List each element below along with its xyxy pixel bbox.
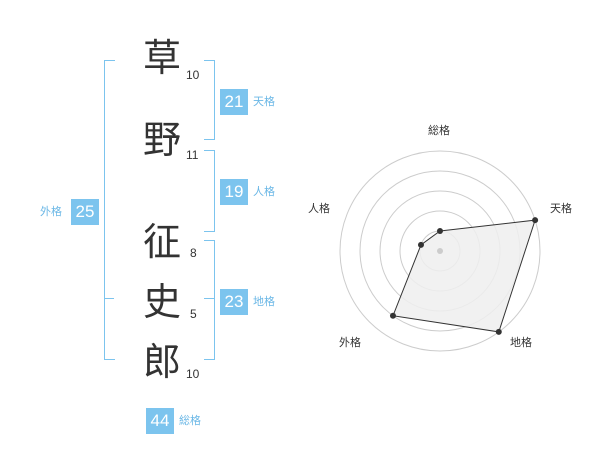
radar-series-area <box>392 219 536 333</box>
soukaku-value: 44 <box>146 408 174 434</box>
radar-label-tenkaku: 天格 <box>550 202 572 215</box>
radar-point-2 <box>532 217 539 224</box>
chikaku-bracket <box>204 240 215 360</box>
chikaku-value: 23 <box>220 289 248 315</box>
radar-label-chikaku: 地格 <box>510 336 532 349</box>
radar-point-4 <box>389 312 396 319</box>
stroke-count-2: 11 <box>186 148 199 162</box>
stroke-count-3: 8 <box>190 246 197 260</box>
name-char-3: 征 <box>142 220 181 264</box>
radar-point-1 <box>437 228 443 234</box>
stroke-count-1: 10 <box>186 68 200 82</box>
radar-label-soukaku: 総格 <box>428 124 450 137</box>
gaikaku-value: 25 <box>71 199 99 225</box>
name-char-1: 草 <box>142 36 181 80</box>
tenkaku-label: 天格 <box>253 95 275 108</box>
radar-point-5 <box>417 241 424 248</box>
soukaku-label: 総格 <box>179 414 201 427</box>
radar-point-3 <box>495 328 502 335</box>
radar-label-jinkaku: 人格 <box>308 202 330 215</box>
jinkaku-bracket <box>204 150 215 232</box>
chikaku-split-tick <box>204 298 214 299</box>
jinkaku-value: 19 <box>220 179 248 205</box>
stroke-count-4: 5 <box>190 307 197 321</box>
name-char-5: 郎 <box>142 340 181 384</box>
radar-grid-ring <box>339 150 541 352</box>
tenkaku-bracket <box>204 60 215 140</box>
gaikaku-label: 外格 <box>40 205 62 218</box>
name-char-4: 史 <box>142 280 181 324</box>
gaikaku-split-tick <box>104 298 114 299</box>
name-char-2: 野 <box>142 118 181 162</box>
chikaku-label: 地格 <box>253 295 275 308</box>
gaikaku-bracket <box>104 60 115 360</box>
stroke-count-5: 10 <box>186 367 200 381</box>
radar-center-dot <box>437 248 443 254</box>
radar-label-gaikaku: 外格 <box>339 336 361 349</box>
tenkaku-value: 21 <box>220 89 248 115</box>
jinkaku-label: 人格 <box>253 185 275 198</box>
